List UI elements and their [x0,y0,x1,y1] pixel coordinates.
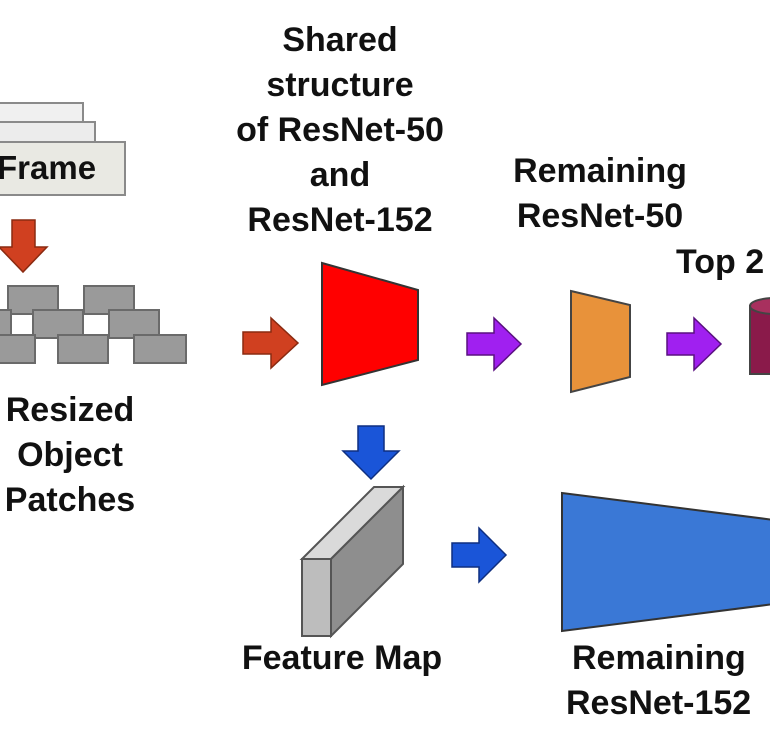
shared-label-line3: of ResNet-50 [236,111,444,149]
resnet50-block [570,289,631,394]
shared-label-line4: and [309,156,371,194]
feature-map-block [299,484,406,639]
shared-structure-block [321,261,419,387]
remaining50-label-line1: Remaining [513,152,687,190]
frame-card-front [0,141,126,196]
patch [133,334,187,364]
patch [32,309,84,339]
resized-label-line1: Resized [5,391,135,429]
shared-label-line2: structure [266,66,414,104]
resnet50-to-top-arrow [666,316,723,372]
frame-card-middle [0,121,96,145]
top-cylinder-icon [749,297,770,375]
shared-label-line1: Shared [282,21,398,59]
resnet152-block [561,491,770,633]
resized-label-line3: Patches [4,481,136,519]
shared-to-resnet50-arrow [466,316,523,372]
patch [57,334,109,364]
patches-to-shared-arrow [242,316,300,370]
frame-stack [0,102,126,196]
object-patches [0,285,187,364]
feature-map-label: Feature Map [241,639,443,677]
shared-label-line5: ResNet-152 [247,201,433,239]
featuremap-to-resnet152-arrow [451,526,508,584]
resized-label-line2: Object [17,436,123,474]
feature-map-front [301,558,332,637]
frame-label: Frame [0,149,97,186]
remaining152-label-line2: ResNet-152 [566,684,752,722]
top-label: Top 2 [676,243,765,281]
remaining50-label-line2: ResNet-50 [516,197,684,235]
patch [108,309,160,339]
patch [0,309,12,337]
patch [0,334,36,364]
remaining152-label-line1: Remaining [572,639,746,677]
frame-down-arrow [0,219,49,274]
shared-to-featuremap-arrow [341,425,401,481]
